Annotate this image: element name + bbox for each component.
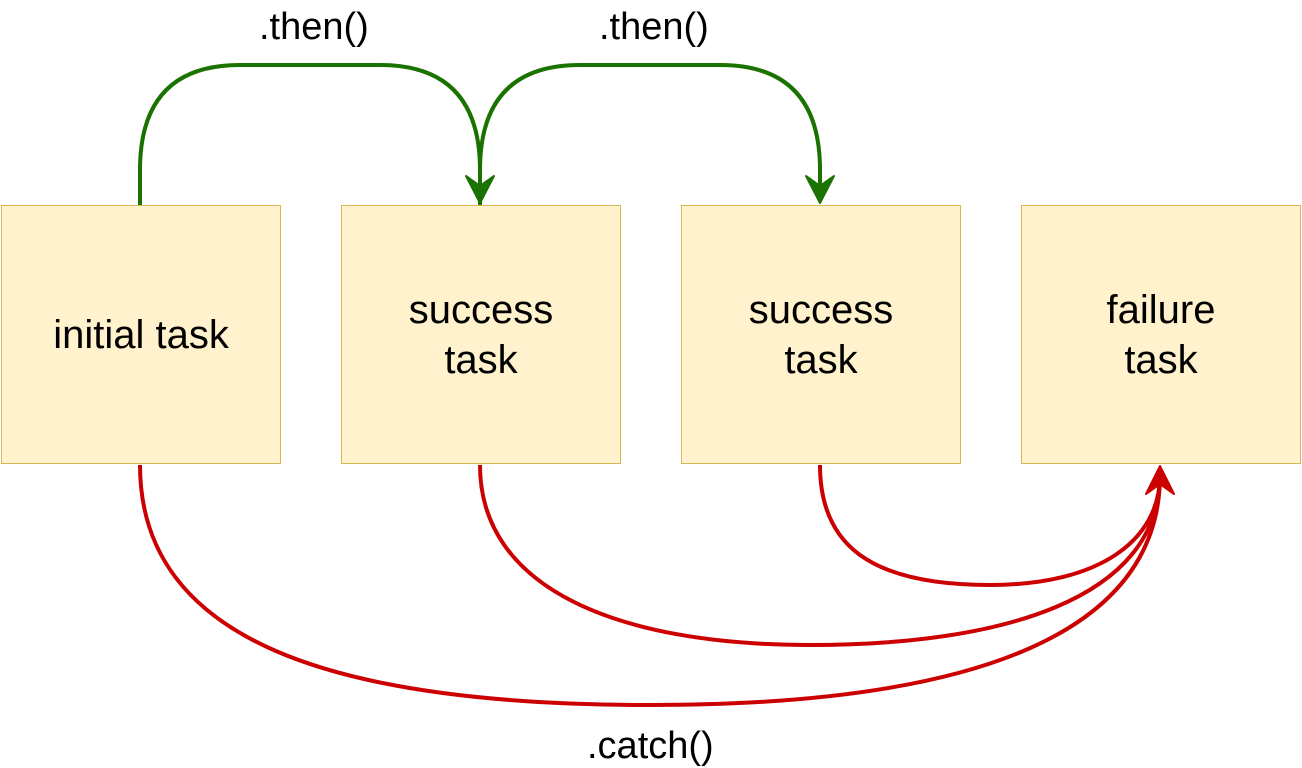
then-label-1: .then(): [259, 6, 369, 48]
then-edge-2-arrowhead: [805, 175, 835, 204]
initial-task-label: initial task: [53, 312, 229, 357]
success-task-node-1: success task: [341, 205, 621, 464]
then-edge-2: [478, 63, 822, 205]
catch-edge-from-success-2: [818, 464, 1162, 588]
catch-label: .catch(): [587, 725, 714, 767]
then-label-2: .then(): [599, 6, 709, 48]
catch-edge-from-initial: [138, 464, 1162, 708]
catch-edge-arrowhead: [1145, 465, 1175, 495]
success-task-label-1: success task: [408, 287, 554, 382]
failure-task-node: failure task: [1021, 205, 1301, 464]
failure-task-label: failure task: [1106, 287, 1216, 382]
initial-task-node: initial task: [1, 205, 281, 464]
then-edge-1: [138, 63, 482, 205]
success-task-node-2: success task: [681, 205, 961, 464]
success-task-label-2: success task: [748, 287, 894, 382]
catch-edge-from-success-1: [478, 464, 1162, 648]
